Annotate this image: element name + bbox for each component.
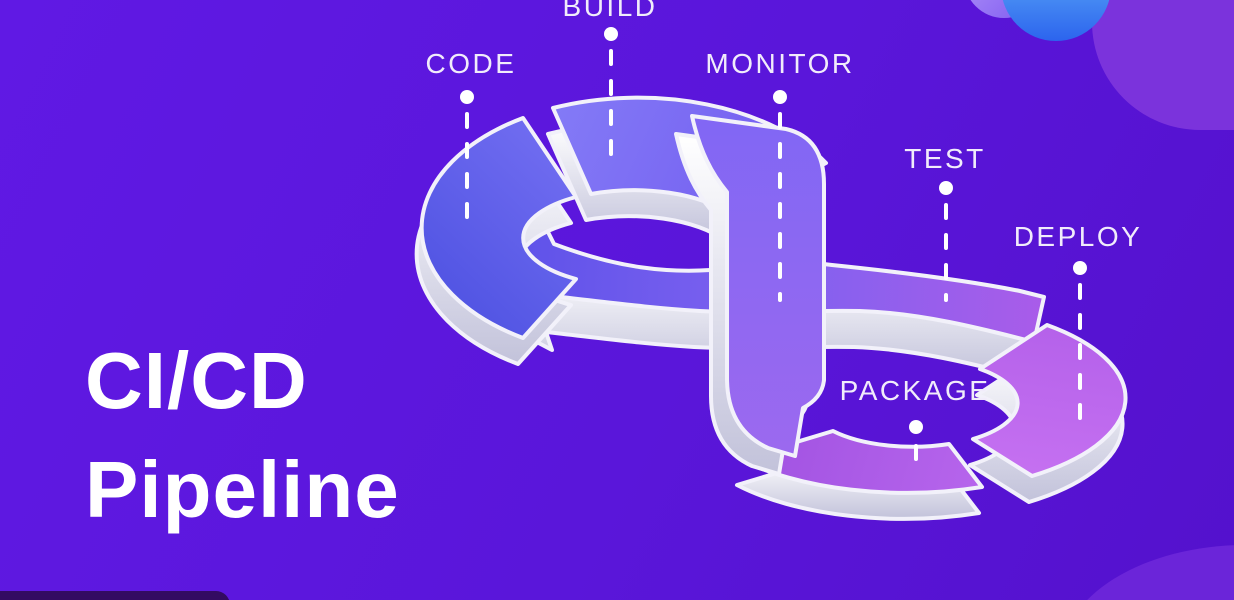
deploy-pin-dot <box>1073 261 1087 275</box>
title-line-2: Pipeline <box>85 445 400 534</box>
code-pin-dot <box>460 90 474 104</box>
label-deploy: DEPLOY <box>1014 221 1143 252</box>
title-line-1: CI/CD <box>85 336 308 425</box>
corner-rounded-shape <box>1092 0 1234 130</box>
test-pin-dot <box>939 181 953 195</box>
label-build: BUILD <box>563 0 658 22</box>
package-pin-dot <box>909 420 923 434</box>
label-code: CODE <box>426 48 517 79</box>
label-test: TEST <box>904 143 986 174</box>
blue-circle <box>1002 0 1110 41</box>
build-pin-dot <box>604 27 618 41</box>
label-package: PACKAGE <box>840 375 991 406</box>
stage-pins <box>460 27 1087 476</box>
monitor-pin-dot <box>773 90 787 104</box>
label-monitor: MONITOR <box>705 48 854 79</box>
bottom-right-blob <box>1087 545 1234 600</box>
bottom-left-dark-shape <box>0 591 230 600</box>
stage-labels: CODE BUILD MONITOR TEST DEPLOY PACKAGE <box>426 0 1143 406</box>
page-title: CI/CD Pipeline <box>85 336 400 534</box>
